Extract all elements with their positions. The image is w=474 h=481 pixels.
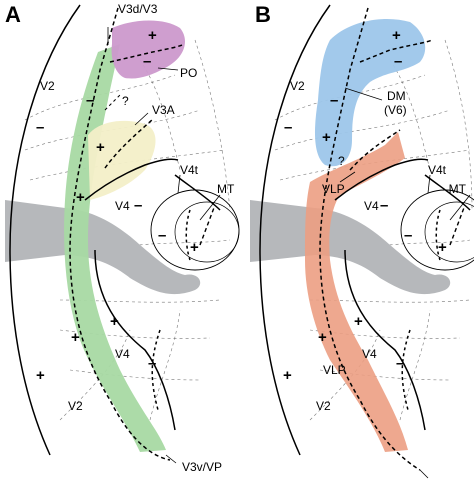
label-question-b: ? bbox=[338, 154, 345, 168]
sign-b-8: + bbox=[354, 313, 363, 330]
mt-meridian-b bbox=[449, 204, 466, 246]
label-v3a: V3A bbox=[152, 103, 175, 117]
boundaries-b bbox=[259, 4, 471, 471]
label-v2-bottom-b: V2 bbox=[316, 399, 331, 413]
sign-dm-minus: – bbox=[394, 53, 402, 70]
label-v2-top-a: V2 bbox=[40, 79, 55, 93]
yellow-region-v3a bbox=[88, 120, 156, 200]
label-v4-top-a: V4 bbox=[115, 199, 130, 213]
panel-a: A V3d/V3 PO V3A ? V2 V4t MT V4 V4 V2 V3v… bbox=[5, 2, 240, 474]
mt-ellipse-b bbox=[400, 189, 474, 271]
sign-a-7: + bbox=[190, 239, 199, 256]
label-v6: (V6) bbox=[384, 103, 407, 117]
sign-b-6: + bbox=[438, 239, 447, 256]
label-mt-a: MT bbox=[217, 182, 235, 196]
purple-region-po bbox=[111, 20, 185, 79]
salmon-region-vlp bbox=[305, 132, 408, 452]
sign-b-5: – bbox=[404, 227, 412, 244]
sign-a-11: + bbox=[36, 367, 45, 384]
sign-a-9: + bbox=[71, 329, 80, 346]
sign-a-4: + bbox=[76, 189, 85, 206]
sign-a-6: – bbox=[158, 227, 166, 244]
label-po: PO bbox=[180, 66, 197, 80]
label-v4-bottom-b: V4 bbox=[362, 347, 377, 361]
sign-dm-plus: + bbox=[392, 27, 401, 44]
sign-b-2: – bbox=[284, 119, 292, 136]
label-v2-bottom-a: V2 bbox=[68, 399, 83, 413]
sign-b-3: + bbox=[322, 129, 331, 146]
label-v4-bottom-a: V4 bbox=[115, 347, 130, 361]
sign-a-10: – bbox=[148, 355, 156, 372]
sign-a-2: – bbox=[36, 119, 44, 136]
gray-region-b bbox=[250, 200, 451, 295]
gray-region-a bbox=[5, 200, 201, 295]
label-v4t-a: V4t bbox=[180, 163, 199, 177]
sign-a-1: – bbox=[86, 92, 94, 109]
mt-inner-ellipse-b bbox=[424, 201, 474, 263]
label-vlp-top: VLP bbox=[322, 182, 345, 196]
label-question-a: ? bbox=[122, 94, 129, 108]
label-dm: DM bbox=[387, 89, 406, 103]
label-v4t-b: V4t bbox=[428, 163, 447, 177]
sign-a-8: + bbox=[110, 313, 119, 330]
sign-a-3: + bbox=[96, 139, 105, 156]
sign-b-4: – bbox=[380, 197, 388, 214]
panel-letter-a: A bbox=[5, 2, 21, 27]
leaders-a bbox=[107, 27, 221, 464]
sign-b-10: + bbox=[283, 367, 292, 384]
label-vlp-bottom: VLP bbox=[323, 363, 346, 377]
label-v3d-v3: V3d/V3 bbox=[118, 2, 158, 16]
mt-meridian-a bbox=[199, 204, 216, 246]
label-mt-b: MT bbox=[449, 182, 467, 196]
blue-region-dm bbox=[314, 19, 426, 167]
panel-letter-b: B bbox=[255, 2, 271, 27]
sign-b-7: + bbox=[318, 329, 327, 346]
panel-b: B V2 DM (V6) ? VLP V4t MT V4 V4 VLP V2 +… bbox=[250, 2, 474, 479]
sign-b-9: – bbox=[396, 355, 404, 372]
sign-b-1: – bbox=[330, 92, 338, 109]
leaders-b bbox=[339, 87, 471, 479]
label-v4-top-b: V4 bbox=[364, 199, 379, 213]
label-v2-top-b: V2 bbox=[290, 79, 305, 93]
label-v3v-vp: V3v/VP bbox=[182, 460, 222, 474]
sign-a-5: – bbox=[134, 197, 142, 214]
sign-po-plus: + bbox=[148, 27, 157, 44]
mt-inner-ellipse-a bbox=[174, 201, 240, 263]
sign-po-minus: – bbox=[143, 53, 151, 70]
